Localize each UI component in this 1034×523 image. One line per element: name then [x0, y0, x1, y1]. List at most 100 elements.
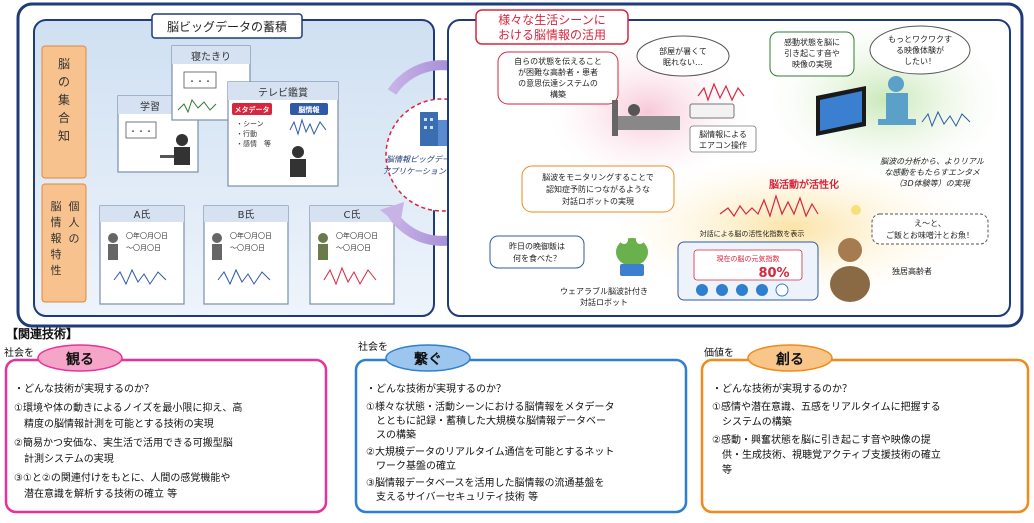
- svg-text:合: 合: [58, 110, 70, 125]
- svg-text:人: 人: [69, 216, 80, 229]
- svg-text:潜在意識を解析する技術の確立 等: 潜在意識を解析する技術の確立 等: [14, 487, 177, 500]
- svg-text:社会を: 社会を: [4, 346, 34, 359]
- lightbulb-icon: [851, 205, 861, 215]
- svg-text:A氏: A氏: [134, 209, 151, 221]
- svg-text:報: 報: [51, 232, 62, 245]
- svg-text:計測システムの実現: 計測システムの実現: [14, 452, 114, 465]
- aircon-caption-line1: 脳情報による: [699, 129, 747, 139]
- bubble-emotion: 感動状態を脳に 引き起こす音や 映像の実現: [784, 37, 840, 69]
- speech-too-hot: 部屋が暑くて 眠れない…: [659, 46, 707, 67]
- brainwave-signal-hot: [697, 82, 745, 102]
- brain-info-tag: 脳情報: [298, 105, 321, 114]
- svg-text:①様々な状態・活動シーンにおける脳情報をメタデータ: ①様々な状態・活動シーンにおける脳情報をメタデータ: [366, 400, 614, 413]
- svg-text:〇年〇月〇日: 〇年〇月〇日: [126, 231, 168, 240]
- svg-text:③①と②の関連付けをもとに、人間の感覚機能や: ③①と②の関連付けをもとに、人間の感覚機能や: [14, 471, 230, 484]
- robot-label: ウェアラブル脳波計付き 対話ロボット: [560, 286, 648, 307]
- right-panel: 様々な生活シーンに おける脳情報の活用 自らの状態を伝えること が困難な高齢者・…: [447, 9, 1011, 317]
- left-panel: 脳ビッグデータの蓄積 脳 の 集 合 知 脳 情 報 特 性 個 人 の 学習 …: [33, 13, 435, 317]
- svg-text:情: 情: [51, 216, 62, 229]
- tech-box-create: 価値を 創る ・どんな技術が実現するのか？ ①感情や潜在意識、五感をリアルタイム…: [700, 344, 1030, 514]
- svg-text:構築: 構築: [550, 89, 566, 99]
- bed-patient-icon: [612, 100, 680, 136]
- svg-text:B氏: B氏: [238, 209, 255, 221]
- svg-text:自らの状態を伝えること: 自らの状態を伝えること: [514, 56, 602, 66]
- svg-text:の意思伝達システムの: の意思伝達システムの: [518, 78, 598, 88]
- svg-text:え～と、: え～と、: [914, 219, 946, 228]
- frog-robot-icon: [616, 236, 648, 276]
- svg-text:感動状態を脳に: 感動状態を脳に: [784, 37, 840, 47]
- svg-text:が困難な高齢者・患者: が困難な高齢者・患者: [518, 67, 598, 77]
- svg-text:社会を: 社会を: [358, 340, 388, 353]
- person-tv-icon: [290, 146, 306, 177]
- right-panel-title-line2: おける脳情報の活用: [498, 28, 606, 42]
- brainwave-signal-entertainment: [921, 110, 971, 128]
- svg-text:・どんな技術が実現するのか？: ・どんな技術が実現するのか？: [366, 382, 506, 395]
- center-caption-line1: 脳情報ビッグデータを活用した: [386, 155, 499, 164]
- right-panel-title-line1: 様々な生活シーンに: [498, 13, 605, 27]
- svg-text:供・生成技術、視聴覚アクティブ支援技術の確立: 供・生成技術、視聴覚アクティブ支援技術の確立: [712, 448, 941, 461]
- svg-text:・行動: ・行動: [236, 129, 257, 138]
- svg-text:したい！: したい！: [904, 57, 936, 66]
- bubble-communication: 自らの状態を伝えること が困難な高齢者・患者 の意思伝達システムの 構築: [514, 56, 602, 99]
- svg-text:集: 集: [58, 92, 70, 107]
- svg-text:①感情や潜在意識、五感をリアルタイムに把握する: ①感情や潜在意識、五感をリアルタイムに把握する: [712, 400, 941, 413]
- svg-text:テレビ鑑賞: テレビ鑑賞: [258, 86, 308, 99]
- svg-text:ウェアラブル脳波計付き: ウェアラブル脳波計付き: [560, 286, 648, 296]
- svg-text:な感動をもたらすエンタメ: な感動をもたらすエンタメ: [884, 168, 980, 177]
- metadata-tag: メタデータ: [235, 105, 270, 114]
- elderly-person-icon: [830, 238, 870, 302]
- svg-text:・感情 等: ・感情 等: [236, 139, 271, 148]
- person-record-b: B氏 〇年〇月〇日 ～〇月〇日: [203, 205, 289, 305]
- side-label-individual: 脳 情 報 特 性 個 人 の: [51, 200, 80, 277]
- svg-text:の: の: [69, 232, 80, 245]
- svg-text:眠れない…: 眠れない…: [663, 58, 703, 67]
- person-record-a: A氏 〇年〇月〇日 ～〇月〇日: [99, 205, 185, 305]
- person-icon: [108, 233, 118, 243]
- monitor-viewer-icon: [816, 76, 916, 136]
- person-desk-icon: [160, 134, 190, 165]
- svg-text:・どんな技術が実現するのか？: ・どんな技術が実現するのか？: [14, 382, 154, 395]
- svg-text:システムの構築: システムの構築: [712, 415, 792, 428]
- card-tv-watching: テレビ鑑賞 メタデータ 脳情報 ・シーン ・行動 ・感情 等: [227, 81, 339, 187]
- tech-box-create-title: 創る: [775, 351, 804, 368]
- svg-text:脳波の分析から、よりリアル: 脳波の分析から、よりリアル: [880, 157, 985, 166]
- svg-text:認知症予防につながるような: 認知症予防につながるような: [546, 184, 650, 194]
- left-panel-title: 脳ビッグデータの蓄積: [167, 19, 287, 34]
- svg-text:特: 特: [51, 247, 62, 261]
- speech-more-exciting: もっとワクワクす る映像体験が したい！: [888, 35, 952, 66]
- svg-text:・・・: ・・・: [188, 77, 212, 86]
- svg-text:～〇月〇日: ～〇月〇日: [126, 244, 161, 252]
- person-icon: [212, 233, 222, 243]
- svg-text:②簡易かつ安価な、実生活で活用できる可搬型脳: ②簡易かつ安価な、実生活で活用できる可搬型脳: [14, 436, 233, 449]
- svg-text:③脳情報データベースを活用した脳情報の流通基盤を: ③脳情報データベースを活用した脳情報の流通基盤を: [366, 476, 604, 489]
- svg-text:知: 知: [58, 129, 70, 143]
- svg-text:部屋が暑くて: 部屋が暑くて: [659, 46, 707, 56]
- svg-text:（3D体験等）の実現: （3D体験等）の実現: [894, 179, 970, 188]
- bubble-robot: 脳波をモニタリングすることで 認知症予防につながるような 対話ロボットの実現: [542, 172, 654, 206]
- side-label-collective: 脳 の 集 合 知: [58, 57, 70, 143]
- elderly-label: 独居高齢者: [892, 266, 932, 276]
- person-record-c: C氏 〇年〇月〇日 ～〇月〇日: [309, 205, 395, 305]
- svg-text:もっとワクワクす: もっとワクワクす: [888, 35, 952, 44]
- aircon-icon: [689, 103, 735, 119]
- svg-text:②感動・興奮状態を脳に引き起こす音や映像の提: ②感動・興奮状態を脳に引き起こす音や映像の提: [712, 433, 931, 446]
- svg-text:脳: 脳: [51, 200, 62, 213]
- index-display-label: 対話による脳の活性化指数を表示: [700, 229, 805, 238]
- svg-text:学習: 学習: [140, 100, 160, 113]
- tech-box-observe: 社会を 観る ・どんな技術が実現するのか？ ①環境や体の動きによるノイズを最小限…: [4, 344, 328, 514]
- tech-box-connect-title: 繋ぐ: [414, 351, 442, 368]
- svg-text:る映像体験が: る映像体験が: [896, 45, 944, 55]
- svg-text:精度の脳情報計測を可能とする技術の実現: 精度の脳情報計測を可能とする技術の実現: [14, 417, 214, 430]
- svg-text:ワーク基盤の確立: ワーク基盤の確立: [366, 459, 456, 472]
- svg-text:～〇月〇日: ～〇月〇日: [230, 244, 265, 252]
- svg-text:脳: 脳: [58, 57, 70, 71]
- svg-text:ご飯とお味噌汁とお魚！: ご飯とお味噌汁とお魚！: [886, 230, 974, 240]
- svg-text:〇年〇月〇日: 〇年〇月〇日: [230, 231, 272, 240]
- svg-text:何を食べた？: 何を食べた？: [513, 253, 561, 263]
- svg-text:個: 個: [69, 200, 80, 213]
- svg-text:～〇月〇日: ～〇月〇日: [336, 244, 371, 252]
- speech-dinner-answer: え～と、 ご飯とお味噌汁とお魚！: [886, 219, 974, 240]
- svg-text:引き起こす音や: 引き起こす音や: [784, 48, 840, 58]
- svg-text:価値を: 価値を: [704, 346, 734, 359]
- svg-text:脳波をモニタリングすることで: 脳波をモニタリングすることで: [542, 172, 654, 182]
